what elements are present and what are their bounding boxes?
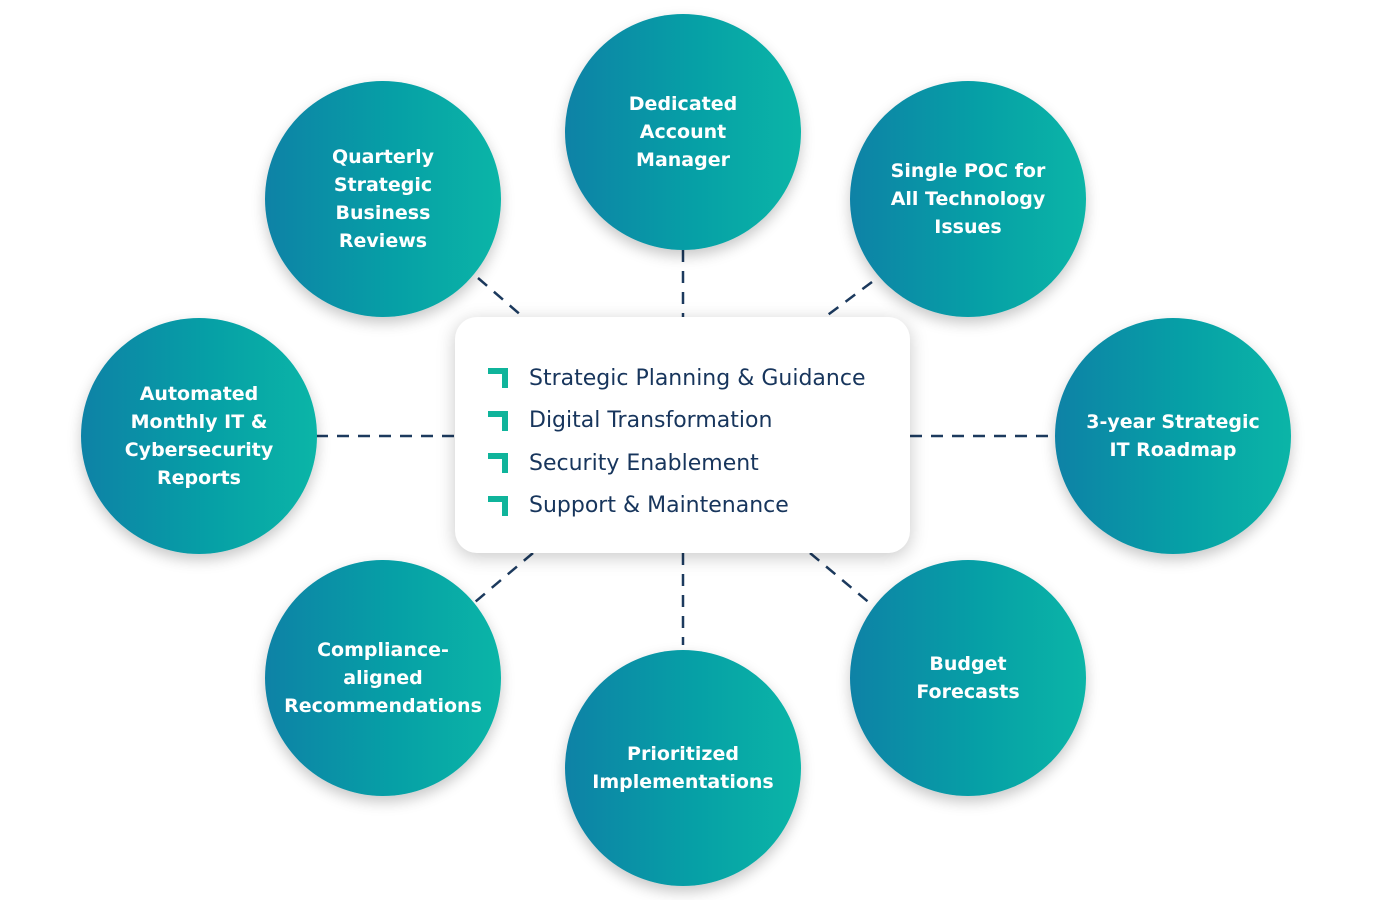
node-label: Prioritized Implementations	[592, 743, 774, 793]
node-quarterly-reviews: Quarterly Strategic Business Reviews	[265, 81, 501, 317]
node-single-poc: Single POC for All Technology Issues	[850, 81, 1086, 317]
node-prioritized-implementations: Prioritized Implementations	[565, 650, 801, 886]
corner-bracket-icon	[488, 410, 508, 431]
node-compliance-recommendations: Compliance- aligned Recommendations	[265, 560, 501, 796]
connector-bottom-right	[809, 552, 873, 606]
pillar-item: Security Enablement	[487, 442, 910, 485]
connector-top-left	[477, 277, 524, 318]
node-dedicated-account-manager: Dedicated Account Manager	[565, 14, 801, 250]
connector-top-right	[824, 280, 873, 319]
node-label: Budget Forecasts	[916, 653, 1020, 703]
node-budget-forecasts: Budget Forecasts	[850, 560, 1086, 796]
pillar-label: Security Enablement	[529, 450, 759, 476]
pillar-label: Support & Maintenance	[529, 493, 789, 519]
node-3-year-roadmap: 3-year Strategic IT Roadmap	[1055, 318, 1291, 554]
node-label: Dedicated Account Manager	[628, 93, 738, 171]
pillar-item: Digital Transformation	[487, 400, 910, 443]
node-label: Compliance- aligned Recommendations	[284, 639, 482, 717]
corner-bracket-icon	[488, 495, 508, 516]
node-label: Quarterly Strategic Business Reviews	[331, 146, 435, 252]
node-label: 3-year Strategic IT Roadmap	[1086, 411, 1260, 461]
pillar-label: Digital Transformation	[529, 408, 773, 434]
connector-bottom-left	[474, 552, 534, 603]
node-label: Automated Monthly IT & Cybersecurity Rep…	[124, 383, 274, 489]
corner-bracket-icon	[488, 368, 508, 389]
node-automated-reports: Automated Monthly IT & Cybersecurity Rep…	[81, 318, 317, 554]
corner-bracket-icon	[488, 453, 508, 474]
pillar-label: Strategic Planning & Guidance	[529, 365, 866, 391]
pillar-item: Strategic Planning & Guidance	[487, 357, 910, 400]
core-services-card: Strategic Planning & Guidance Digital Tr…	[455, 317, 910, 553]
pillar-item: Support & Maintenance	[487, 485, 910, 528]
node-label: Single POC for All Technology Issues	[890, 160, 1046, 238]
